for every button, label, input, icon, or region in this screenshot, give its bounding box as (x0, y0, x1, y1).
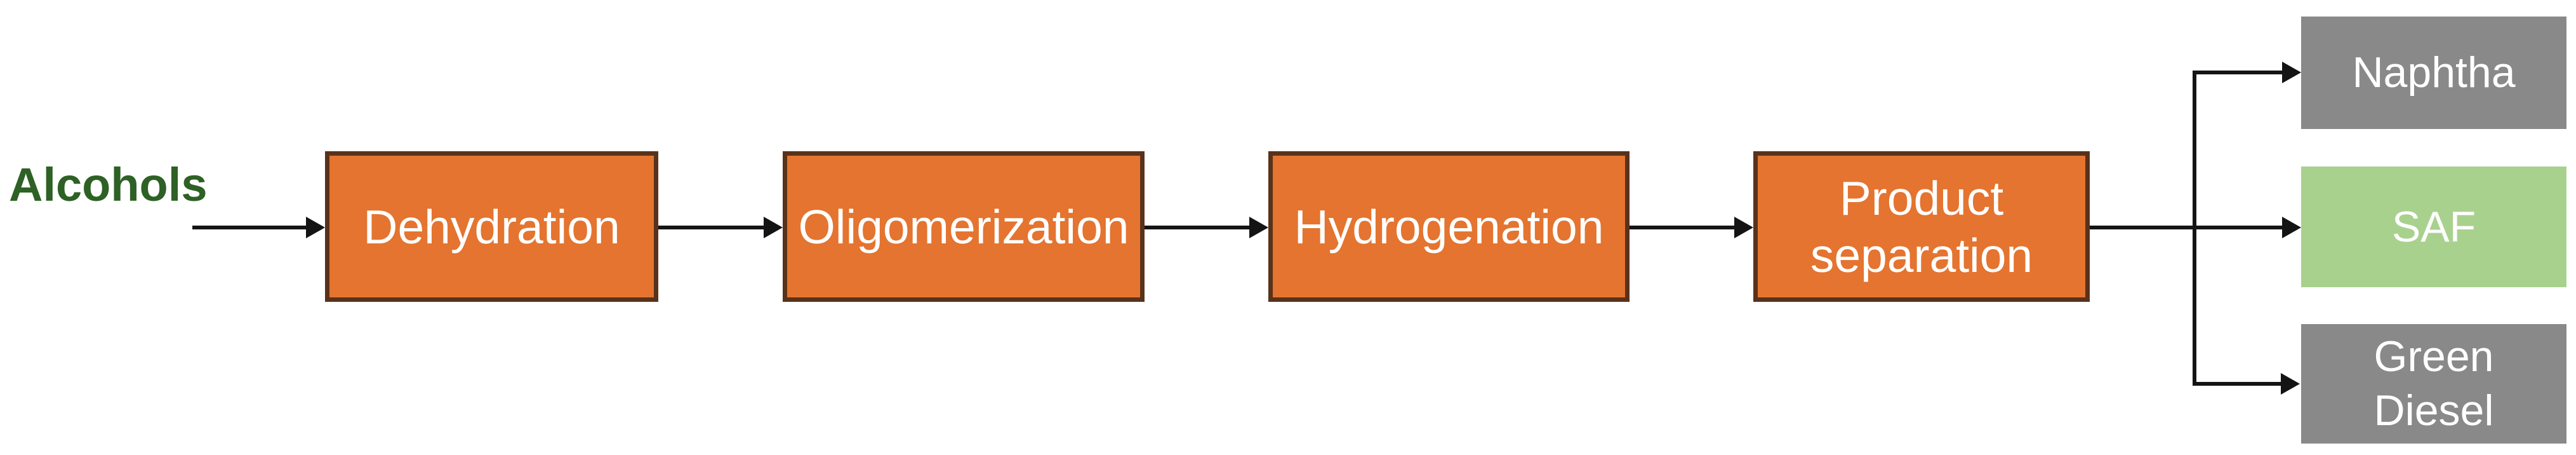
arrow-line-dehydration-oligomerization (658, 226, 766, 229)
product-label-saf: SAF (2391, 202, 2476, 251)
arrowhead-into-oligomerization (764, 217, 783, 238)
arrowhead-into-saf (2282, 217, 2301, 238)
arrowhead-into-dehydration (306, 217, 325, 238)
product-box-naphtha: Naphtha (2301, 17, 2566, 129)
process-box-oligomerization: Oligomerization (783, 151, 1145, 302)
arrowhead-into-hydrogenation (1249, 217, 1268, 238)
product-box-green-diesel: Green Diesel (2301, 324, 2566, 444)
branch-vertical-line (2193, 71, 2196, 386)
arrow-line-separation-to-branch (2090, 226, 2283, 229)
process-label-oligomerization: Oligomerization (798, 200, 1129, 254)
arrow-line-oligomerization-hydrogenation (1145, 226, 1251, 229)
arrow-line-alcohols-dehydration (192, 226, 308, 229)
arrowhead-into-green-diesel (2281, 373, 2300, 395)
arrow-line-branch-green-diesel (2193, 382, 2282, 386)
process-label-dehydration: Dehydration (363, 200, 620, 254)
arrow-line-branch-naphtha (2193, 71, 2283, 74)
process-label-product-separation: Product separation (1810, 171, 2033, 282)
product-label-green-diesel: Green Diesel (2374, 332, 2494, 435)
arrowhead-into-separation (1734, 217, 1753, 238)
process-box-dehydration: Dehydration (325, 151, 658, 302)
process-box-hydrogenation: Hydrogenation (1268, 151, 1630, 302)
product-box-saf: SAF (2301, 166, 2566, 287)
arrowhead-into-naphtha (2282, 62, 2301, 83)
arrow-line-hydrogenation-separation (1630, 226, 1736, 229)
input-label-alcohols: Alcohols (9, 158, 208, 211)
product-label-naphtha: Naphtha (2352, 48, 2516, 97)
process-label-hydrogenation: Hydrogenation (1294, 200, 1604, 254)
process-box-product-separation: Product separation (1753, 151, 2090, 302)
